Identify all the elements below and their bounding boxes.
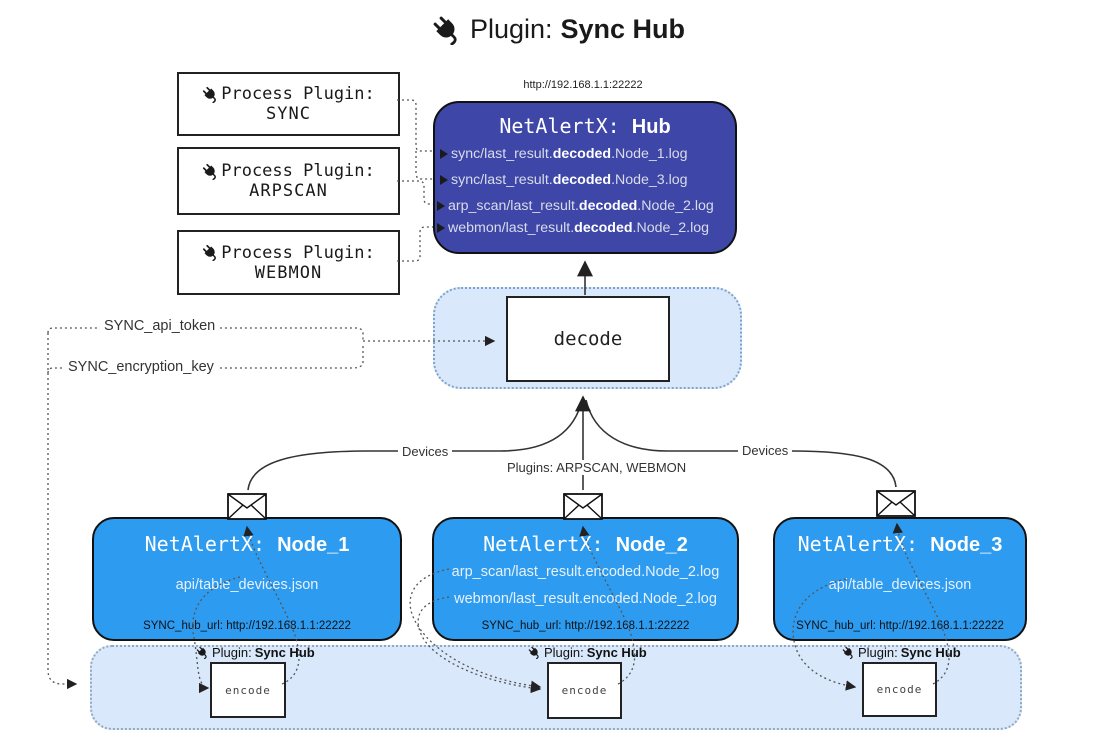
plug-icon — [202, 163, 219, 180]
node-2-box: NetAlertX: Node_2 arp_scan/last_result.e… — [432, 517, 739, 641]
sync-encryption-key-label: SYNC_encryption_key — [64, 359, 218, 375]
plug-icon — [196, 646, 209, 659]
hub-title: NetAlertX: Hub — [435, 114, 735, 139]
node-title-name: Node_3 — [930, 534, 1003, 556]
node-hub-url: SYNC_hub_url: http://192.168.1.1:22222 — [481, 620, 690, 632]
band-plugin-prefix: Plugin: — [212, 645, 252, 660]
hub-title-name: Hub — [631, 116, 671, 138]
log-text: arp_scan/last_result. — [448, 198, 579, 214]
envelope-icon — [227, 493, 267, 520]
node-title-prefix: NetAlertX: — [483, 532, 604, 556]
arrowhead-icon — [440, 149, 448, 159]
hub-log-row: webmon/last_result.decoded.Node_2.log — [437, 220, 709, 236]
band-plugin-label: Plugin: Sync Hub — [528, 645, 647, 660]
process-plugin-label: Process Plugin: — [221, 161, 375, 181]
title-prefix: Plugin: — [469, 14, 553, 44]
log-bold: decoded — [578, 198, 638, 214]
node-title-name: Node_1 — [277, 534, 350, 556]
arrowhead-icon — [437, 223, 445, 233]
node-3-box: NetAlertX: Node_3 api/table_devices.json… — [773, 517, 1027, 641]
sync-api-token-label: SYNC_api_token — [100, 318, 220, 334]
process-plugin-label: Process Plugin: — [221, 242, 375, 263]
process-plugin-name: WEBMON — [254, 262, 323, 283]
node-1-box: NetAlertX: Node_1 api/table_devices.json… — [92, 517, 402, 641]
hub-log-row: sync/last_result.decoded.Node_1.log — [440, 146, 688, 162]
plug-icon — [202, 244, 219, 261]
node-file: api/table_devices.json — [828, 577, 972, 593]
band-plugin-label: Plugin: Sync Hub — [842, 645, 961, 660]
log-bold: decoded — [552, 146, 612, 162]
log-text: .Node_2.log — [637, 198, 714, 214]
log-text: .Node_3.log — [611, 172, 688, 188]
node-title-prefix: NetAlertX: — [797, 532, 919, 556]
plug-icon — [842, 646, 855, 659]
node-file: webmon/last_result.encoded.Node_2.log — [454, 591, 717, 607]
process-plugin-label: Process Plugin: — [221, 84, 375, 104]
encode-box: encode — [862, 662, 937, 717]
band-plugin-name: Sync Hub — [900, 645, 961, 660]
node-file: arp_scan/last_result.encoded.Node_2.log — [451, 564, 720, 580]
hub-box: NetAlertX: Hub sync/last_result.decoded.… — [433, 101, 737, 254]
plug-icon — [432, 15, 462, 45]
plug-icon — [528, 646, 541, 659]
node-file: api/table_devices.json — [175, 577, 319, 593]
arrowhead-icon — [440, 175, 448, 185]
log-bold: decoded — [552, 172, 612, 188]
encode-box: encode — [210, 662, 286, 718]
process-plugin-name: SYNC — [266, 104, 311, 124]
band-plugin-name: Sync Hub — [586, 645, 647, 660]
devices-left-label: Devices — [398, 444, 453, 459]
process-plugin-arpscan: Process Plugin: ARPSCAN — [177, 147, 400, 215]
page-title: Plugin: Sync Hub — [0, 14, 1117, 45]
node-hub-url: SYNC_hub_url: http://192.168.1.1:22222 — [796, 620, 1004, 632]
encode-box: encode — [547, 662, 622, 719]
plug-icon — [202, 86, 219, 103]
decode-box: decode — [506, 296, 670, 382]
envelope-icon — [876, 490, 916, 517]
devices-right-label: Devices — [738, 443, 793, 458]
process-plugin-webmon: Process Plugin: WEBMON — [177, 230, 400, 295]
band-plugin-prefix: Plugin: — [858, 645, 898, 660]
hub-log-row: arp_scan/last_result.decoded.Node_2.log — [437, 198, 714, 214]
log-text: sync/last_result. — [451, 146, 553, 162]
title-name: Sync Hub — [560, 14, 686, 44]
band-plugin-prefix: Plugin: — [544, 645, 584, 660]
hub-title-prefix: NetAlertX: — [499, 114, 620, 138]
node-title-name: Node_2 — [615, 534, 688, 556]
hub-log-row: sync/last_result.decoded.Node_3.log — [440, 172, 688, 188]
process-plugin-sync: Process Plugin: SYNC — [177, 72, 400, 136]
log-text: .Node_2.log — [632, 220, 710, 236]
node-title-prefix: NetAlertX: — [144, 532, 266, 556]
log-text: webmon/last_result. — [448, 220, 575, 236]
envelope-icon — [563, 493, 603, 520]
hub-url-label: http://192.168.1.1:22222 — [523, 79, 643, 91]
band-plugin-label: Plugin: Sync Hub — [196, 645, 315, 660]
plugins-center-label: Plugins: ARPSCAN, WEBMON — [503, 460, 691, 475]
process-plugin-name: ARPSCAN — [249, 181, 328, 201]
log-bold: decoded — [574, 220, 633, 236]
band-plugin-name: Sync Hub — [254, 645, 315, 660]
log-text: sync/last_result. — [451, 172, 553, 188]
arrowhead-icon — [437, 201, 445, 211]
log-text: .Node_1.log — [611, 146, 688, 162]
node-hub-url: SYNC_hub_url: http://192.168.1.1:22222 — [143, 620, 351, 632]
